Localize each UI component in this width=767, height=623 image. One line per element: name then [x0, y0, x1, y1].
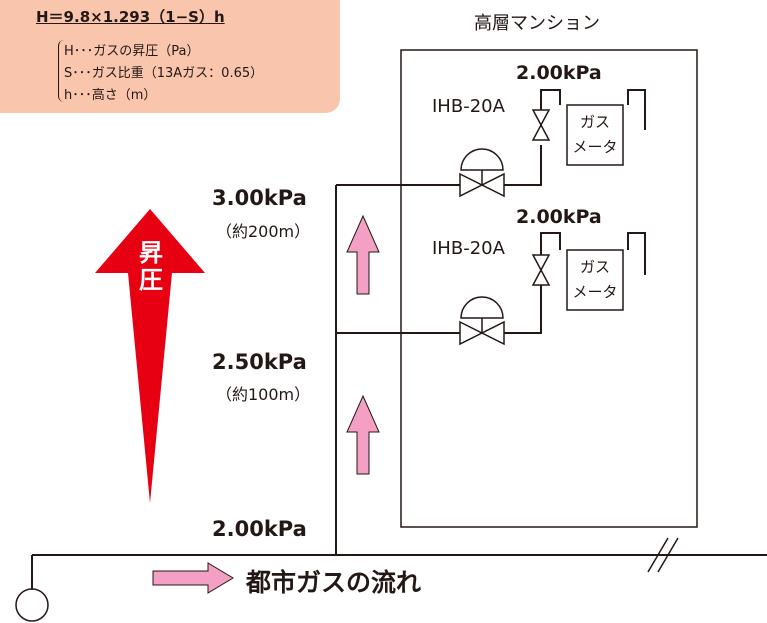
upper-meter-label-2: メータ — [572, 138, 618, 156]
rise-arrow — [95, 209, 205, 503]
break-mark-2 — [657, 537, 679, 573]
upper-meter-cock — [531, 109, 551, 141]
building-label: 高層マンション — [474, 13, 600, 34]
level-2-pressure: 2.50kPa — [212, 350, 307, 374]
legend-line-h: H･･･ガスの昇圧（Pa） — [64, 44, 200, 59]
legend-line-s: S･･･ガス比重（13Aガス：0.65） — [64, 66, 264, 81]
level-3-pressure: 3.00kPa — [212, 186, 307, 210]
building-outline — [400, 49, 698, 528]
level-3-height: （約200m） — [216, 222, 311, 241]
upper-meter-label-1: ガス — [579, 113, 610, 131]
lower-meter-cock — [531, 254, 551, 286]
lower-regulator-label: IHB-20A — [432, 238, 505, 259]
upper-branch-pipe-out — [504, 145, 542, 186]
legend-brace — [58, 40, 65, 102]
upper-meter-inlet — [540, 89, 561, 110]
break-mark-1 — [647, 537, 669, 573]
lower-branch-pressure: 2.00kPa — [516, 206, 602, 228]
upper-regulator-dome — [460, 148, 504, 171]
lower-meter-label-2: メータ — [572, 283, 618, 301]
lower-gas-meter — [566, 249, 624, 311]
formula-title: H＝9.8×1.293（1−S）h — [36, 8, 225, 26]
upper-regulator-valve — [459, 172, 505, 198]
level-2-height: （約100m） — [216, 385, 311, 404]
service-valve-circle — [15, 588, 49, 622]
legend-line-height: h･･･高さ（m） — [64, 88, 157, 103]
lower-regulator-valve — [459, 320, 505, 346]
lower-meter-label-1: ガス — [579, 258, 610, 276]
upper-gas-meter — [566, 104, 624, 166]
lower-branch-pipe-out — [504, 285, 542, 334]
upper-branch-pressure: 2.00kPa — [516, 62, 602, 84]
flow-arrow — [152, 562, 234, 594]
formula-box — [0, 0, 340, 113]
flow-label: 都市ガスの流れ — [246, 568, 422, 597]
riser-arrow-upper — [346, 214, 380, 295]
lower-regulator-dome — [460, 296, 504, 319]
level-1-pressure: 2.00kPa — [212, 517, 307, 541]
riser-arrow-lower — [346, 394, 380, 475]
lower-meter-inlet — [540, 232, 561, 255]
upper-regulator-label: IHB-20A — [432, 96, 505, 117]
lower-meter-outlet — [627, 232, 646, 275]
upper-meter-outlet — [627, 89, 646, 130]
rise-arrow-label: 昇圧 — [139, 239, 163, 294]
